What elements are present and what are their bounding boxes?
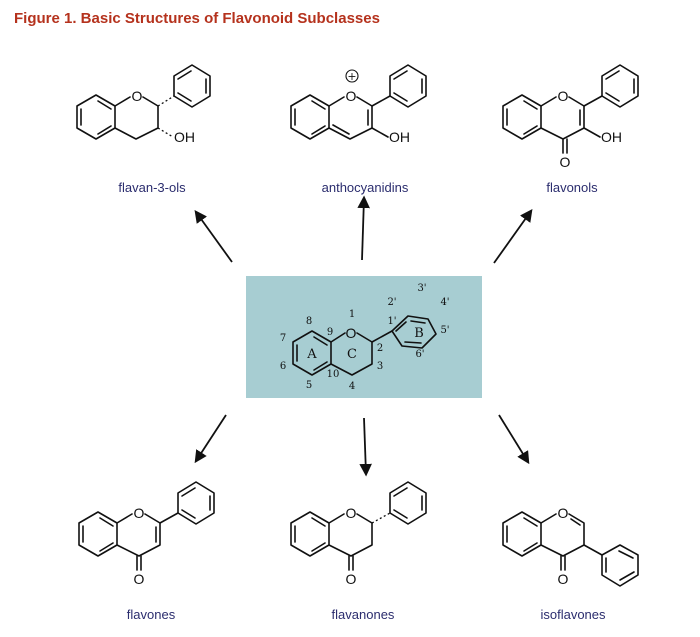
position-3: 3 [377, 361, 383, 372]
ring-c-label: C [347, 347, 357, 362]
flavonols-oh: OH [601, 129, 622, 145]
position-1: 1 [349, 309, 355, 320]
position-5prime: 5' [440, 325, 449, 336]
flavan3ols-oh: OH [174, 129, 195, 145]
figure-title: Figure 1. Basic Structures of Flavonoid … [14, 10, 380, 27]
isoflavones-structure: O O isoflavones [502, 505, 639, 622]
central-o-atom: O [346, 325, 357, 341]
position-1prime: 1' [387, 316, 396, 327]
position-2: 2 [377, 343, 383, 354]
arrow-to-flavonols [493, 208, 533, 264]
anthocyanidins-oh: OH [389, 129, 410, 145]
anthocyanidins-label: anthocyanidins [322, 180, 409, 195]
position-6: 6 [280, 361, 286, 372]
ring-c [330, 332, 346, 343]
flavanones-o: O [346, 505, 357, 521]
isoflavones-o: O [558, 505, 569, 521]
position-8: 8 [306, 316, 312, 327]
flavan3ols-o: O [132, 88, 143, 104]
flavonols-structure: O O OH flavonols [502, 64, 639, 195]
flavones-o: O [134, 505, 145, 521]
ring-a-label: A [306, 347, 317, 362]
flavonols-keto-o: O [560, 154, 571, 170]
flavanones-keto-o: O [346, 571, 357, 587]
arrows [194, 195, 533, 477]
arrow-to-isoflavones [498, 414, 530, 465]
position-5: 5 [306, 380, 312, 391]
ring-b [391, 315, 437, 349]
position-9: 9 [327, 327, 333, 338]
central-flavan-structure: O A C B 1 2 3 4 5 6 7 8 9 10 1' 2' 3' 4'… [246, 276, 482, 398]
isoflavones-keto-o: O [558, 571, 569, 587]
isoflavones-label: isoflavones [540, 607, 606, 622]
flavanones-label: flavanones [332, 607, 395, 622]
position-10: 10 [327, 369, 340, 380]
flavanones-structure: O O flavanones [290, 481, 427, 622]
flavan3ols-label: flavan-3-ols [118, 180, 186, 195]
anthocyanidins-structure: O + OH anthocyanidins [290, 64, 427, 195]
flavones-keto-o: O [134, 571, 145, 587]
arrow-to-anthocyanidins [357, 195, 370, 261]
arrow-to-flavones [194, 414, 227, 464]
flavonols-label: flavonols [546, 180, 598, 195]
ring-b-label: B [414, 326, 424, 341]
position-7: 7 [280, 333, 286, 344]
flavonols-o: O [558, 88, 569, 104]
position-3prime: 3' [417, 283, 426, 294]
positive-charge-icon [345, 69, 359, 83]
position-6prime: 6' [415, 349, 424, 360]
anthocyanidins-charge: + [347, 70, 356, 83]
position-4prime: 4' [440, 297, 449, 308]
arrow-to-flavan3ols [194, 209, 233, 263]
position-4: 4 [349, 381, 355, 392]
flavones-structure: O O flavones [78, 481, 215, 622]
flavan3ols-structure: O OH flavan-3-ols [76, 64, 211, 195]
arrow-to-flavanones [359, 417, 372, 477]
position-2prime: 2' [387, 297, 396, 308]
flavones-label: flavones [127, 607, 176, 622]
anthocyanidins-o: O [346, 88, 357, 104]
